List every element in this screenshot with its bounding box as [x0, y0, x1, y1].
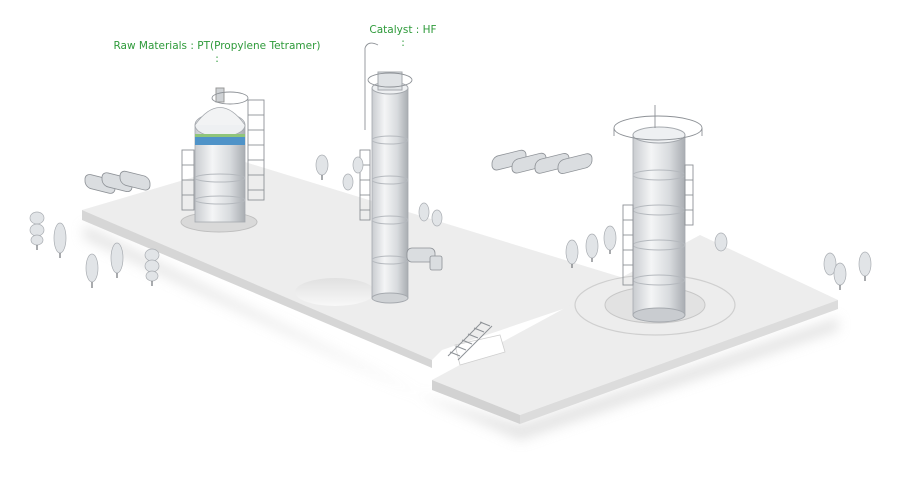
platform-shadow — [84, 225, 838, 440]
catalyst-label: Catalyst : HF : — [362, 24, 444, 50]
right-platform — [432, 235, 838, 424]
stairway — [447, 321, 506, 366]
raw-materials-colon: : — [215, 53, 219, 65]
reactor-vessel — [180, 87, 265, 233]
tank-trucks-right — [491, 149, 593, 174]
tank-trucks-left — [84, 170, 151, 194]
distillation-column — [574, 105, 736, 336]
raw-materials-text: Raw Materials : PT(Propylene Tetramer) — [113, 40, 321, 52]
catalyst-colon: : — [401, 37, 405, 49]
catalyst-text: Catalyst : HF — [369, 24, 437, 36]
hf-column — [295, 42, 413, 306]
tank-truck-center — [406, 247, 443, 271]
raw-materials-label: Raw Materials : PT(Propylene Tetramer) : — [112, 40, 322, 66]
trees — [29, 154, 872, 286]
tree-trunks — [36, 175, 866, 290]
